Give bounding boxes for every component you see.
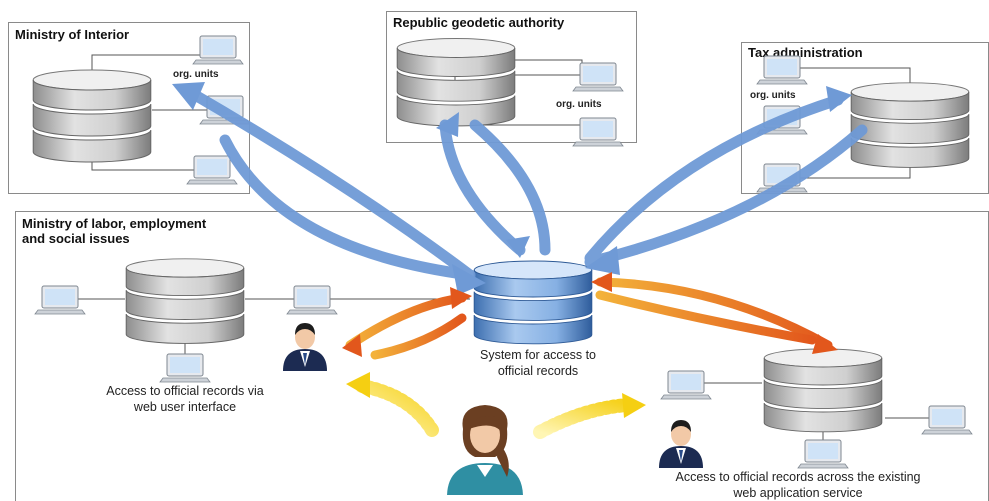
database-icon-central xyxy=(473,260,593,345)
monitor-icon xyxy=(921,405,973,435)
user-icon xyxy=(283,323,327,371)
geodetic-title: Republic geodetic authority xyxy=(393,15,565,30)
user-icon xyxy=(659,420,703,468)
labor-title-line1: Ministry of labor, employment xyxy=(22,216,207,231)
central-system-caption: System for access to official records xyxy=(453,347,623,379)
monitor-icon xyxy=(286,285,338,315)
yellow-arrows xyxy=(355,379,635,439)
monitor-icon xyxy=(572,62,624,92)
blue-arrows xyxy=(189,89,868,281)
org-units-label-tax: org. units xyxy=(750,90,796,101)
central-caption-line2: official records xyxy=(497,364,579,378)
ministry-interior-title: Ministry of Interior xyxy=(15,27,130,42)
monitor-icon xyxy=(159,353,211,383)
web-service-caption-line1: Access to official records across the ex… xyxy=(675,470,921,484)
monitor-icon xyxy=(572,117,624,147)
web-ui-caption: Access to official records via web user … xyxy=(85,383,285,415)
orange-arrows xyxy=(345,277,833,360)
blue-arrowheads xyxy=(172,82,852,295)
database-icon-interior xyxy=(32,69,152,163)
monitor-icon xyxy=(186,155,238,185)
monitor-icon xyxy=(192,35,244,65)
web-ui-caption-line2: web user interface xyxy=(133,400,237,414)
database-icon-labor xyxy=(125,258,245,344)
org-units-label-geodetic: org. units xyxy=(556,99,602,110)
monitor-icon xyxy=(34,285,86,315)
web-service-caption: Access to official records across the ex… xyxy=(628,469,968,501)
database-icon-geodetic xyxy=(396,38,516,127)
monitor-icon xyxy=(756,55,808,85)
web-service-caption-line2: web application service xyxy=(733,486,863,500)
monitor-icon xyxy=(660,370,712,400)
org-units-label-interior: org. units xyxy=(173,69,219,80)
woman-user-icon xyxy=(447,405,523,495)
orange-arrowheads xyxy=(342,272,838,357)
database-icon-tax xyxy=(850,82,970,168)
database-icon-webservice xyxy=(763,348,883,433)
monitor-icon xyxy=(797,439,849,469)
labor-title-line2: and social issues xyxy=(22,231,130,246)
web-ui-caption-line1: Access to official records via xyxy=(106,384,264,398)
yellow-arrowheads xyxy=(346,372,646,418)
central-caption-line1: System for access to xyxy=(479,348,596,362)
